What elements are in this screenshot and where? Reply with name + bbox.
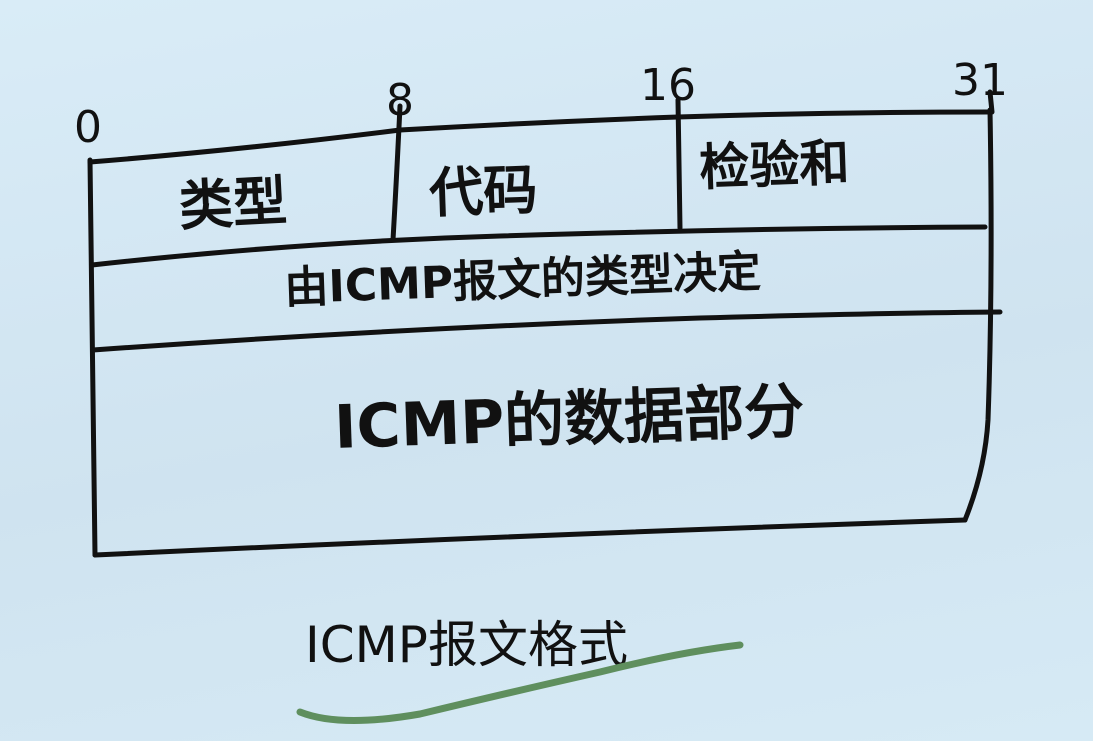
caption: ICMP报文格式 bbox=[305, 616, 628, 674]
row1-bottom-edge bbox=[89, 224, 988, 268]
divider-8 bbox=[390, 103, 403, 243]
frame-bottom-edge bbox=[92, 517, 968, 558]
divider-31-tick bbox=[987, 89, 995, 115]
frame-right-edge bbox=[962, 107, 994, 523]
field-data-label: ICMP的数据部分 bbox=[333, 377, 805, 463]
field-code-label: 代码 bbox=[427, 158, 538, 225]
frame-left-edge bbox=[87, 157, 98, 558]
row1-top-edge-c bbox=[675, 109, 993, 120]
bit-label-16: 16 bbox=[640, 60, 696, 111]
row1-top-edge-b bbox=[397, 114, 681, 133]
caption-underline bbox=[296, 641, 744, 724]
field-checksum-label: 检验和 bbox=[698, 134, 850, 197]
bit-label-0: 0 bbox=[74, 102, 102, 153]
row2-bottom-edge bbox=[90, 309, 1003, 353]
field-type-label: 类型 bbox=[177, 169, 288, 238]
field-rest-of-header-label: 由ICMP报文的类型决定 bbox=[284, 246, 762, 314]
bit-label-31: 31 bbox=[952, 55, 1008, 106]
divider-16 bbox=[675, 97, 683, 231]
row1-top-edge-a bbox=[87, 127, 403, 165]
